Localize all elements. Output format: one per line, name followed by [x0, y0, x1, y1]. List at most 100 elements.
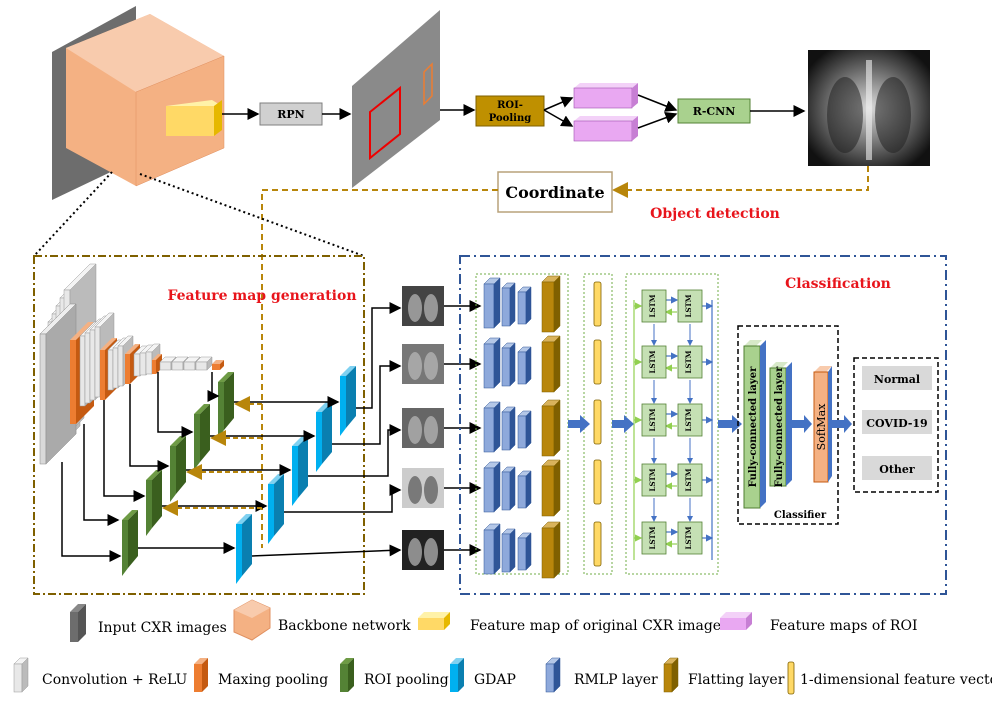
cxr-thumbnail [402, 468, 482, 508]
fc-layer-1: Fully-connected layer [743, 340, 766, 509]
rmlp-layer [517, 470, 532, 509]
backbone-network [66, 14, 225, 187]
input-layer [39, 303, 77, 465]
gdap-block [236, 514, 252, 584]
legend-icon-feature-map [418, 612, 450, 630]
rmlp-layer [483, 401, 501, 453]
arrow-roi2-rcnn [637, 111, 678, 129]
output-cxr-image [808, 50, 930, 166]
lstm-cell: LSTM [641, 403, 667, 437]
rpn-box: RPN [259, 102, 323, 126]
roi-pooling-box: ROI- Pooling [475, 95, 545, 127]
feature-map-original [166, 100, 222, 136]
conv-to-roi [157, 372, 194, 438]
arrow-fc-to-softmax [792, 415, 812, 433]
rmlp-blocks [483, 275, 561, 579]
rmlp-layer [483, 337, 501, 389]
classifier-box [737, 325, 839, 525]
softmax-layer: SoftMax [813, 366, 832, 483]
fc-layer-2: Fully-connected layer [769, 362, 792, 487]
roi-feature-map-1 [573, 83, 638, 109]
legend-icon-roi-map [720, 612, 752, 630]
legend-label: Input CXR images [98, 620, 227, 636]
lstm-cell: LSTM [677, 521, 703, 555]
arrow-softmax-to-output [832, 415, 852, 433]
conv-to-roi [83, 424, 120, 526]
arrow-rmlp-to-vector [568, 415, 590, 433]
legend-icon-gdap [450, 658, 464, 692]
gdap-to-thumb [251, 544, 402, 557]
rmlp-layer [483, 523, 501, 575]
output-class-other: Other [862, 456, 932, 480]
classifier-label: Classifier [774, 510, 827, 521]
legend-label: 1-dimensional feature vector [800, 672, 992, 688]
lstm-cell: LSTM [641, 463, 667, 497]
lstm-label: LSTM [648, 408, 657, 431]
cxr-thumbnail [402, 286, 482, 326]
lstm-label: LSTM [648, 294, 657, 317]
lstm-label: LSTM [684, 408, 693, 431]
lstm-cell: LSTM [677, 403, 703, 437]
rmlp-layer [501, 282, 516, 327]
lstm-cell: LSTM [677, 345, 703, 379]
classification-title: Classification [785, 276, 891, 292]
arrow-roi-down [543, 109, 574, 127]
rmlp-layer [501, 406, 516, 451]
rmlp-layer [483, 461, 501, 513]
output-class-covid-19: COVID-19 [862, 410, 932, 434]
roi-pooling-label-2: Pooling [489, 113, 531, 124]
gdap-to-thumb [284, 484, 402, 513]
output-class-label: Normal [874, 373, 920, 386]
cxr-thumbnail [402, 408, 482, 448]
feature-map-generation-title: Feature map generation [167, 288, 356, 304]
legend-icon-rmlp [545, 657, 561, 693]
fc2-label: Fully-connected layer [774, 366, 785, 487]
rmlp-layer [517, 346, 532, 385]
legend-icon-backbone [233, 599, 271, 641]
legend-icon-conv [13, 657, 29, 693]
cxr-thumbnails [402, 286, 482, 570]
feature-vector [593, 339, 602, 385]
cxr-thumbnail [402, 344, 482, 384]
legend-icon-vector [787, 661, 795, 695]
lstm-cell: LSTM [641, 521, 667, 555]
roi-pooling-block [122, 510, 138, 576]
gdap-column [236, 366, 356, 584]
roi-pooling-block [146, 470, 162, 536]
conv-relu-layer [195, 356, 213, 371]
fc1-label: Fully-connected layer [748, 366, 759, 487]
lstm-grid: LSTM LSTM LSTM LSTM LSTM LSTM LSTM LSTM LSTM LSTM [633, 289, 714, 560]
legend-label: Flatting layer [688, 672, 785, 688]
output-class-normal: Normal [862, 366, 932, 390]
flatting-layer [541, 275, 561, 333]
flatting-layer [541, 399, 561, 457]
lstm-label: LSTM [684, 468, 693, 491]
conv-to-roi [61, 462, 122, 562]
rpn-label: RPN [277, 108, 304, 121]
rmlp-layer [517, 410, 532, 449]
gdap-to-thumb [356, 302, 402, 409]
conv-to-roi [207, 372, 220, 402]
roi-feature-map-2 [573, 116, 638, 142]
output-class-label: Other [879, 463, 915, 476]
arrow-vector-to-lstm [612, 415, 634, 433]
feature-vector [593, 399, 602, 445]
flatting-layer [541, 521, 561, 579]
legend-icon-roi-pooling [340, 658, 354, 692]
legend-label: Maxing pooling [218, 672, 328, 688]
classification-panel [459, 255, 947, 595]
zoom-line-right [139, 173, 365, 257]
legend-label: GDAP [474, 672, 516, 688]
feature-vector [593, 459, 602, 505]
output-classes-box [853, 357, 939, 493]
arrow-roi-up [543, 96, 574, 111]
lstm-label: LSTM [648, 468, 657, 491]
roi-pooling-block [218, 372, 234, 438]
lstm-label: LSTM [684, 294, 693, 317]
legend-label: Feature map of original CXR images [470, 618, 728, 634]
lstm-cell: LSTM [641, 345, 667, 379]
lstm-cell: LSTM [641, 289, 667, 323]
rmlp-layer [501, 528, 516, 573]
